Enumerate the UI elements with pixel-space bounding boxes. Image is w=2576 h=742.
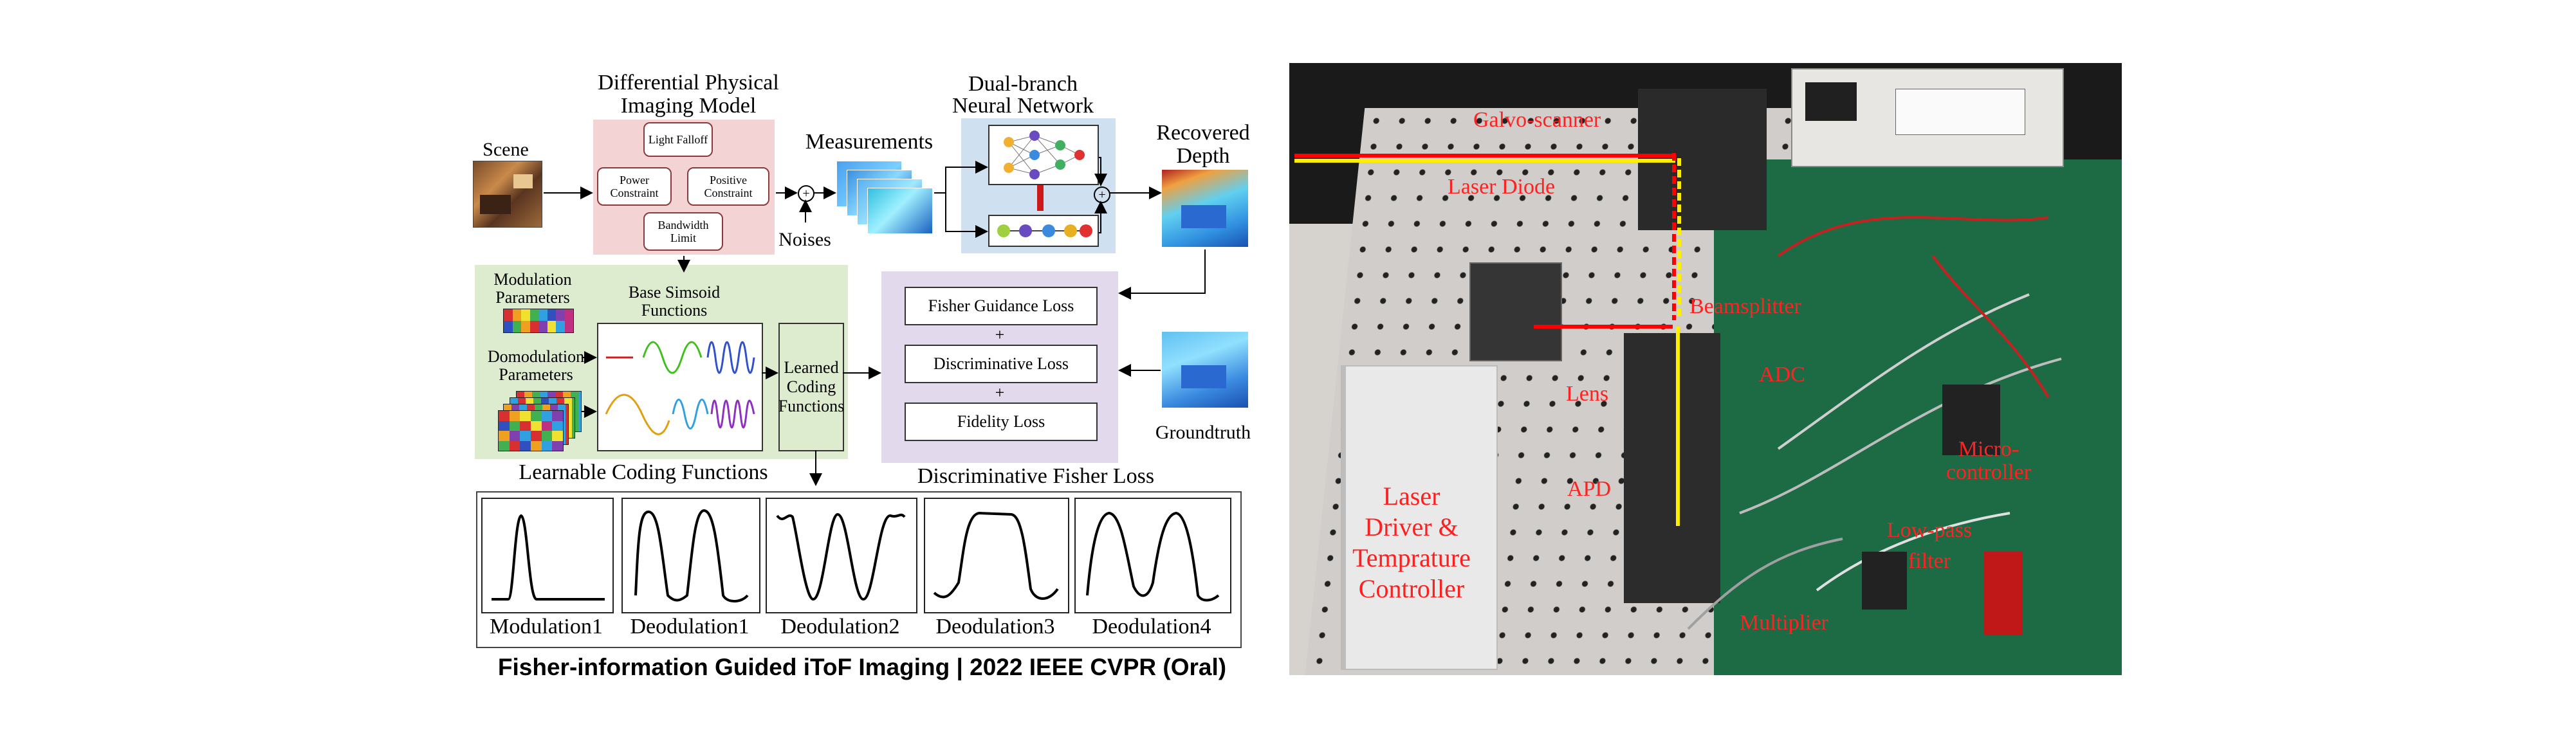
learned-coding-line-2: Coding — [786, 377, 836, 396]
plus-sign-1: + — [995, 325, 1005, 344]
sinusoid-waves-icon — [605, 341, 755, 435]
base-sinusoid-title-2: Functions — [641, 301, 708, 320]
modulation-params-2: Parameters — [495, 288, 570, 307]
curve-label: Modulation1 — [490, 615, 603, 638]
optics-assembly — [1624, 333, 1720, 603]
curve-deodulation2 — [766, 498, 917, 613]
network-branch-lower — [988, 215, 1099, 247]
modulation1-waveform — [492, 514, 605, 601]
base-sinusoid-box — [597, 323, 763, 451]
multiplier-label: Multiplier — [1740, 611, 1828, 635]
recovered-depth-image — [1162, 170, 1248, 247]
laser-driver-label-4: Controller — [1358, 574, 1465, 603]
beamsplitter-label: Beamsplitter — [1689, 294, 1801, 318]
learnable-coding-label: Learnable Coding Functions — [519, 460, 768, 484]
apd-label: APD — [1567, 477, 1612, 501]
demodulation-params-1: Domodulation — [487, 347, 585, 366]
noises-label: Noises — [778, 229, 831, 250]
recovered-depth-title-2: Depth — [1176, 144, 1230, 168]
curve-label: Deodulation4 — [1092, 615, 1211, 638]
microcontroller-label-1: Micro- — [1958, 437, 2019, 461]
low-pass-label-2: filter — [1908, 549, 1951, 573]
physical-model-title-1: Differential Physical — [598, 71, 779, 95]
groundtruth-label: Groundtruth — [1155, 422, 1251, 443]
discriminative-fisher-loss-label: Discriminative Fisher Loss — [917, 464, 1155, 488]
connector-arrows — [544, 157, 1206, 486]
base-sinusoid-title-1: Base Simsoid — [628, 283, 721, 302]
network-title-2: Neural Network — [952, 94, 1094, 118]
deodulation4-waveform — [1086, 511, 1220, 602]
learned-coding-line-3: Functions — [778, 397, 845, 415]
curve-modulation1 — [481, 498, 614, 613]
power-supply — [1791, 68, 2064, 167]
laser-diode-mount — [1469, 262, 1562, 361]
branch-exchange-icon — [1037, 185, 1044, 211]
groundtruth-image — [1162, 332, 1248, 408]
scene-label: Scene — [483, 139, 529, 160]
curve-label: Deodulation3 — [935, 615, 1055, 638]
left-figure: Scene Differential Physical Imaging Mode… — [0, 0, 1287, 742]
recovered-depth-title-1: Recovered — [1156, 121, 1250, 145]
power-constraint-box: Power Constraint — [597, 167, 672, 206]
network-graph-icon — [1004, 131, 1085, 179]
laser-diode-label: Laser Diode — [1448, 175, 1556, 199]
curve-deodulation4 — [1074, 498, 1231, 613]
deodulation1-waveform — [634, 509, 749, 602]
learned-coding-line-1: Learned — [784, 358, 839, 377]
loss-panel: Fisher Guidance Loss + Discriminative Lo… — [881, 271, 1118, 463]
curve-deodulation1 — [621, 498, 760, 613]
network-title-1: Dual-branch — [968, 72, 1078, 96]
coding-panel: Modulation Parameters Domodulation Param… — [475, 265, 848, 459]
bandwidth-limit-box: Bandwidth Limit — [643, 212, 723, 251]
physical-model-title-2: Imaging Model — [620, 94, 757, 118]
laser-driver-box — [1341, 365, 1498, 670]
positive-constraint-box: Positive Constraint — [687, 167, 769, 206]
fisher-guidance-loss-box: Fisher Guidance Loss — [905, 287, 1098, 325]
deodulation2-waveform — [776, 512, 906, 601]
chain-nodes-icon — [997, 224, 1092, 237]
laser-driver-label-2: Driver & — [1365, 512, 1458, 541]
curve-label: Deodulation2 — [780, 615, 900, 638]
adc-label: ADC — [1759, 363, 1805, 386]
measurements-stack — [836, 161, 933, 238]
discriminative-loss-box: Discriminative Loss — [905, 345, 1098, 383]
hardware-photo: Galvo-scanner Laser Diode Beamsplitter L… — [1289, 63, 2122, 675]
curves-frame — [476, 491, 1242, 648]
scene-image — [473, 161, 542, 228]
demodulation-color-grids — [498, 391, 582, 453]
fidelity-loss-box: Fidelity Loss — [905, 403, 1098, 441]
lens-label: Lens — [1566, 382, 1609, 406]
plus-sign-2: + — [995, 383, 1005, 402]
demodulation-params-2: Parameters — [499, 365, 573, 384]
network-branch-upper — [988, 125, 1099, 185]
galvo-scanner-label: Galvo-scanner — [1473, 108, 1601, 132]
measurements-label: Measurements — [805, 130, 934, 154]
laser-driver-label-1: Laser — [1383, 482, 1440, 511]
microcontroller-label-2: controller — [1946, 460, 2032, 484]
modulation-params-1: Modulation — [493, 270, 572, 289]
physical-model-panel: Light Falloff Power Constraint Positive … — [593, 120, 775, 255]
cables — [1294, 153, 2062, 635]
modulation-color-grid — [503, 309, 574, 333]
deodulation3-waveform — [933, 511, 1059, 600]
curve-label: Deodulation1 — [630, 615, 750, 638]
light-falloff-box: Light Falloff — [643, 122, 713, 157]
figure-caption: Fisher-information Guided iToF Imaging |… — [497, 654, 1227, 680]
curve-deodulation3 — [924, 498, 1069, 613]
laser-driver-label-3: Temprature — [1352, 543, 1471, 572]
learned-coding-box: Learned Coding Functions — [778, 323, 844, 451]
low-pass-label-1: Low-pass — [1886, 518, 1973, 542]
